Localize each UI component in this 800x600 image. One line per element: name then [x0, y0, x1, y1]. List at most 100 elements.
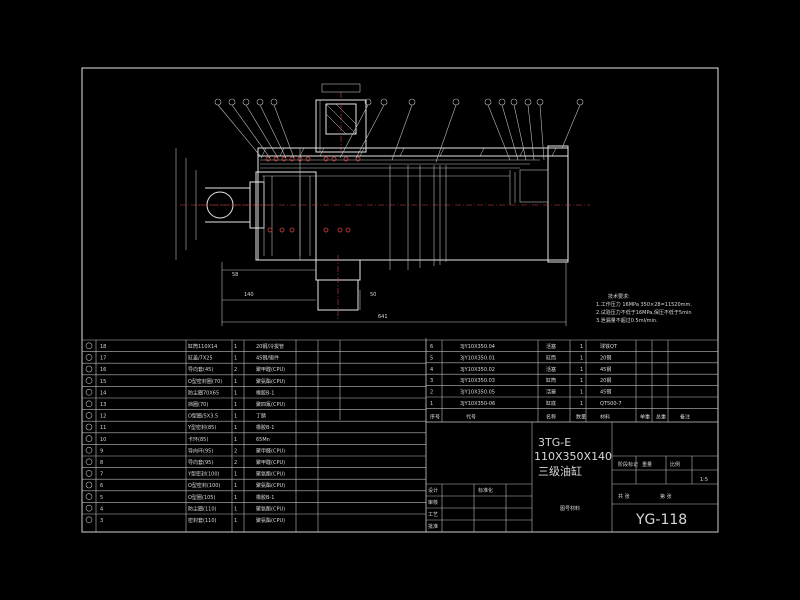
bom-header-code: 代号: [466, 413, 476, 420]
bom-left-material: 聚甲醛(CPU): [256, 366, 285, 373]
bom-mid-row: 1 3JY10X350-06 缸底 1 QT500-7: [426, 396, 718, 407]
bom-left-name: O型圈(105): [188, 494, 215, 501]
bom-left-name: 导向套(45): [188, 366, 213, 373]
bom-left-qty: 2: [234, 460, 237, 466]
bom-left-qty: 1: [234, 425, 237, 431]
label-approved: 批准: [428, 523, 438, 530]
bom-mid-name: 活塞: [546, 343, 556, 350]
drawing-number: YG-118: [635, 512, 687, 528]
bom-mid-material: 20钢: [600, 354, 611, 361]
bom-mid-code: 3JY10X350.03: [460, 378, 495, 384]
bom-left-qty: 1: [234, 472, 237, 478]
bom-mid-qty: 1: [580, 401, 583, 407]
label-sheet: 共 张: [618, 493, 630, 500]
label-weight: 重量: [642, 461, 652, 468]
bom-left-material: 20钢/冷拔管: [256, 343, 284, 350]
bom-left-material: 45钢/锻件: [256, 355, 279, 362]
bom-left-no: 7: [100, 472, 103, 478]
bom-left-name: 挡圈(70): [188, 401, 208, 408]
bom-left-material: 聚氨酯(CPU): [256, 505, 285, 512]
label-ratio: 比例: [670, 461, 680, 468]
bom-mid-code: 3JY10X350-06: [460, 401, 495, 407]
bom-left-material: 聚氨酯(CPU): [256, 378, 285, 385]
bom-left-no: 12: [100, 414, 106, 420]
bom-left-no: 5: [100, 495, 103, 501]
technical-notes: 技术要求: 1.工作压力 16MPa 350×28=11520mm. 2.试验压…: [596, 293, 692, 324]
label-process: 工艺: [428, 512, 438, 518]
bom-left-qty: 1: [234, 495, 237, 501]
bom-mid-qty: 1: [580, 390, 583, 396]
bom-left-name: 缸筒110X14: [188, 343, 217, 350]
bom-left-no: 9: [100, 448, 103, 454]
bom-mid-name: 缸筒: [546, 377, 556, 384]
bom-header-no: 序号: [430, 413, 440, 420]
bom-left-qty: 1: [234, 518, 237, 524]
bom-mid-no: 4: [430, 367, 433, 373]
bom-header-total: 总重: [656, 413, 666, 420]
title-line-2: 110X350X140: [534, 450, 612, 463]
bom-mid-code: 3JY10X350.04: [460, 344, 495, 350]
bom-left-name: 密封套(110): [188, 517, 216, 524]
bom-left-name: O型密封圈(70): [188, 378, 222, 385]
bom-mid-name: 缸底: [546, 400, 556, 407]
bom-left-name: 防尘圈(110): [188, 505, 216, 512]
bom-header-qty: 数量: [576, 413, 586, 420]
label-checker: 审核: [428, 499, 438, 506]
bom-left-qty: 1: [234, 437, 237, 443]
title-line-1: 3TG-E: [538, 436, 571, 449]
bom-left-name: 防尘圈70X65: [188, 389, 219, 396]
bom-mid-code: 3JY10X350.02: [460, 367, 495, 373]
cylinder-assembly: 641 140 58 50: [175, 83, 590, 326]
bom-left-material: 聚甲醛(CPU): [256, 447, 285, 454]
bom-left-qty: 2: [234, 448, 237, 454]
bom-left-qty: 1: [234, 402, 237, 408]
bom-left-material: 丁腈: [256, 413, 266, 420]
bom-left-material: 聚氨酯(CPU): [256, 471, 285, 478]
bom-left-material: 橡胶B-1: [256, 494, 274, 501]
dim-b-label: 50: [370, 292, 376, 298]
bom-left-qty: 1: [234, 414, 237, 420]
bom-mid-no: 2: [430, 390, 433, 396]
bom-mid-name: 活塞: [546, 366, 556, 373]
bom-mid-no: 5: [430, 355, 433, 361]
bom-mid-qty: 1: [580, 355, 583, 361]
bom-left-no: 14: [100, 390, 106, 396]
bom-mid-no: 3: [430, 378, 433, 384]
bom-mid-code: 3JY10X350.01: [460, 355, 495, 361]
dim-total-label: 641: [378, 314, 388, 320]
title-block: 3TG-E 110X350X140 三级油缸 YG-118 1:5 阶段标记 重…: [425, 421, 719, 533]
bom-mid-material: QT500-7: [600, 401, 622, 407]
dim-a-label: 58: [232, 272, 238, 278]
notes-line-2: 2.试验压力不低于16MPa,保压不低于5min: [596, 309, 692, 316]
bom-header-material: 材料: [600, 413, 610, 420]
bom-left-row: 5 O型圈(105) 1 橡胶B-1: [82, 490, 426, 501]
bom-left-no: 13: [100, 402, 106, 408]
label-sheet-of: 第 张: [660, 493, 672, 500]
bom-mid-material: 20钢: [600, 377, 611, 384]
label-stage: 阶段标记: [618, 461, 638, 468]
bom-mid-no: 1: [430, 401, 433, 407]
bom-left-no: 17: [100, 356, 106, 362]
bom-left-no: 6: [100, 483, 103, 489]
bom-left-qty: 1: [234, 379, 237, 385]
bom-left-qty: 1: [234, 344, 237, 350]
bom-left-material: 聚四氟(CPU): [256, 401, 285, 408]
bom-mid-material: 45钢: [600, 389, 611, 396]
bom-left-material: 聚氨酯(CPU): [256, 517, 285, 524]
bom-header-name: 名称: [546, 413, 556, 420]
bom-mid-no: 6: [430, 344, 433, 350]
notes-line-3: 3.泄漏量不超过0.5ml/min.: [596, 317, 658, 324]
